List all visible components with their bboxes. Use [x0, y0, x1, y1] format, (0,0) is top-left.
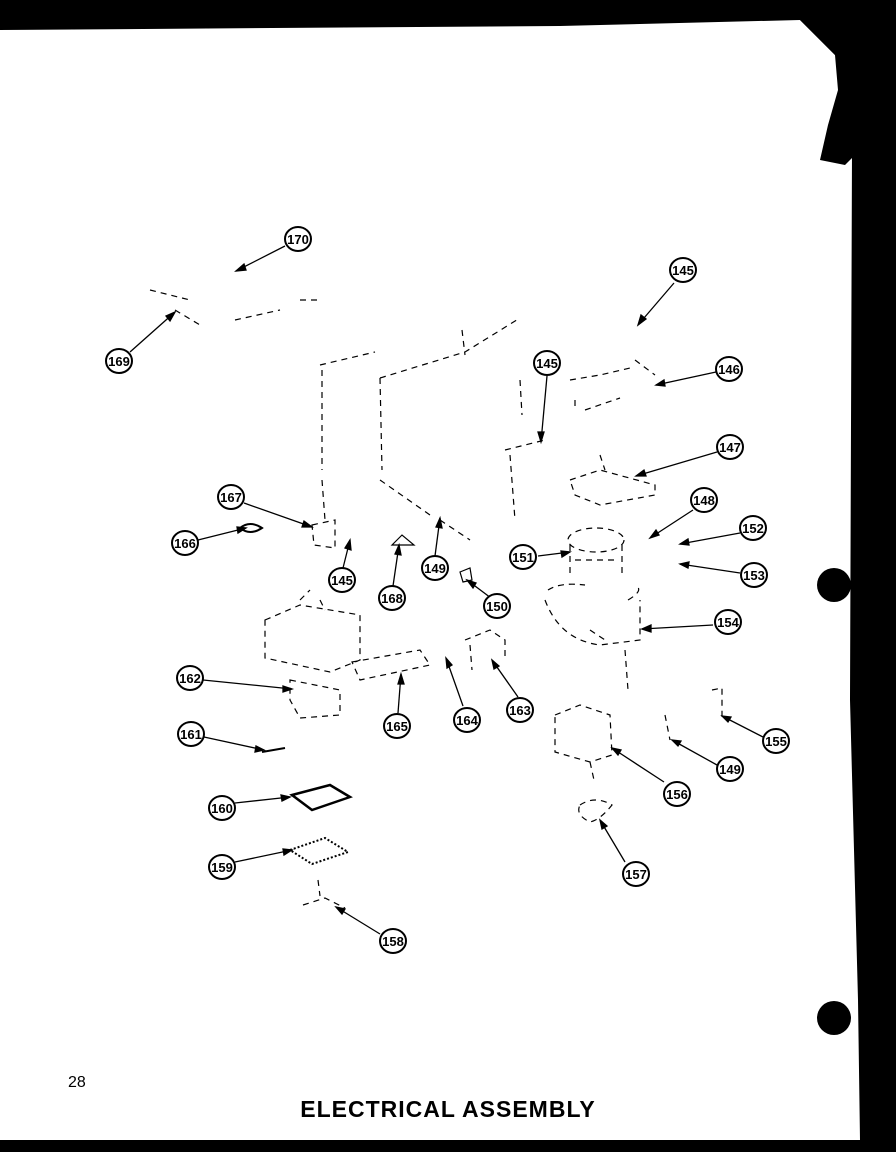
chassis-lower [321, 479, 471, 541]
transformer-162 [264, 589, 361, 719]
svg-text:156: 156 [666, 787, 688, 802]
callout-160: 160 [208, 795, 236, 821]
torn-edge-smudge [800, 20, 860, 165]
svg-text:169: 169 [108, 354, 130, 369]
svg-text:153: 153 [743, 568, 765, 583]
bracket-158 [302, 879, 346, 909]
bracket-top-left [149, 289, 320, 326]
leader-lines [129, 245, 764, 935]
svg-text:158: 158 [382, 934, 404, 949]
svg-text:145: 145 [536, 356, 558, 371]
svg-text:147: 147 [719, 440, 741, 455]
svg-text:160: 160 [211, 801, 233, 816]
terminal-150 [459, 567, 473, 583]
callouts: 170 169 145 145 146 147 148 152 153 151 … [105, 226, 790, 954]
fuse-161 [261, 747, 286, 753]
fan-blade-157 [578, 799, 613, 823]
svg-text:162: 162 [179, 671, 201, 686]
parts-drawing [149, 289, 723, 909]
fan-motor-156 [554, 704, 613, 781]
callout-157: 157 [622, 861, 650, 887]
callout-170: 170 [284, 226, 312, 252]
callout-149-center: 149 [421, 555, 449, 581]
callout-155: 155 [762, 728, 790, 754]
callout-168: 168 [378, 585, 406, 611]
svg-text:164: 164 [456, 713, 478, 728]
svg-text:157: 157 [625, 867, 647, 882]
svg-text:165: 165 [386, 719, 408, 734]
callout-169: 169 [105, 348, 133, 374]
svg-text:145: 145 [672, 263, 694, 278]
callout-145-left: 145 [328, 567, 356, 593]
bracket-155 [664, 687, 723, 741]
callout-161: 161 [177, 721, 205, 747]
rail-165 [351, 649, 431, 681]
bracket-163 [464, 629, 506, 671]
svg-text:166: 166 [174, 536, 196, 551]
svg-text:161: 161 [180, 727, 202, 742]
callout-166: 166 [171, 530, 199, 556]
callout-162: 162 [176, 665, 204, 691]
callout-163: 163 [506, 697, 534, 723]
callout-146: 146 [715, 356, 743, 382]
callout-150: 150 [483, 593, 511, 619]
svg-text:152: 152 [742, 521, 764, 536]
callout-145-top-right: 145 [669, 257, 697, 283]
callout-158: 158 [379, 928, 407, 954]
callout-148: 148 [690, 487, 718, 513]
motor-151 [567, 527, 625, 553]
callout-152: 152 [739, 515, 767, 541]
binder-hole-bottom [817, 1001, 851, 1035]
callout-154: 154 [714, 609, 742, 635]
svg-text:146: 146 [718, 362, 740, 377]
clip-168 [390, 534, 416, 546]
svg-text:170: 170 [287, 232, 309, 247]
bracket-167 [311, 519, 336, 549]
chassis-panel [319, 317, 523, 471]
gasket-160 [289, 783, 353, 812]
page-number: 28 [68, 1074, 86, 1091]
svg-text:149: 149 [719, 762, 741, 777]
svg-text:145: 145 [331, 573, 353, 588]
page-title: ELECTRICAL ASSEMBLY [300, 1096, 596, 1122]
filter-159 [287, 836, 351, 866]
callout-167: 167 [217, 484, 245, 510]
svg-text:167: 167 [220, 490, 242, 505]
bracket-146 [569, 359, 656, 411]
callout-151: 151 [509, 544, 537, 570]
callout-164: 164 [453, 707, 481, 733]
lamp-166 [239, 523, 264, 533]
callout-156: 156 [663, 781, 691, 807]
base-plate-154 [544, 583, 641, 691]
callout-147: 147 [716, 434, 744, 460]
svg-text:168: 168 [381, 591, 403, 606]
callout-145-center: 145 [533, 350, 561, 376]
svg-text:154: 154 [717, 615, 739, 630]
callout-165: 165 [383, 713, 411, 739]
callout-153: 153 [740, 562, 768, 588]
binder-hole-top [817, 568, 851, 602]
callout-149-right: 149 [716, 756, 744, 782]
svg-text:148: 148 [693, 493, 715, 508]
callout-159: 159 [208, 854, 236, 880]
svg-text:150: 150 [486, 599, 508, 614]
svg-text:149: 149 [424, 561, 446, 576]
svg-text:151: 151 [512, 550, 534, 565]
svg-text:159: 159 [211, 860, 233, 875]
svg-text:155: 155 [765, 734, 787, 749]
svg-text:163: 163 [509, 703, 531, 718]
